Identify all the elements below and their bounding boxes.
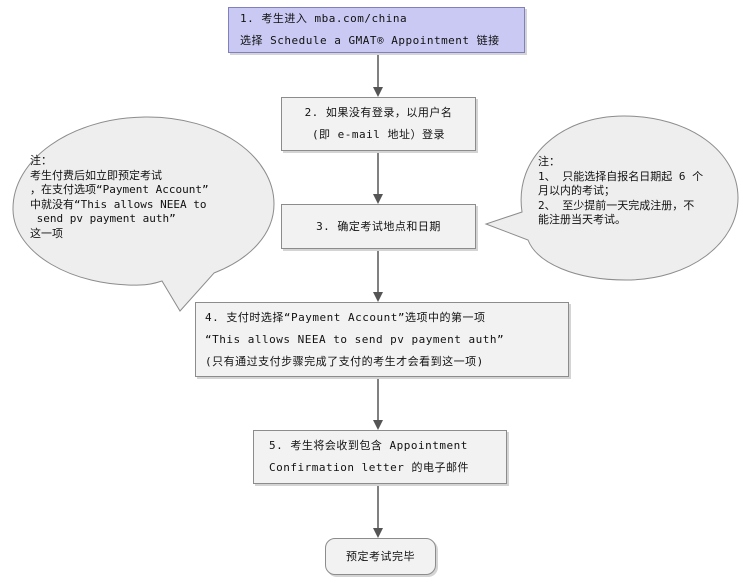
step-2-line-2: (即 e-mail 地址）登录 (311, 128, 446, 141)
step-2-box: 2. 如果没有登录，以用户名 (即 e-mail 地址）登录 (281, 97, 476, 151)
callout-left-line-1: 注： (30, 154, 52, 167)
step-5-box: 5. 考生将会收到包含 Appointment Confirmation let… (253, 430, 507, 484)
step-1-box: 1. 考生进入 mba.com/china 选择 Schedule a GMAT… (228, 7, 525, 53)
callout-note-left: 注： 考生付费后如立即预定考试 ，在支付选项“Payment Account” … (30, 154, 209, 241)
step-4-line-1: 4. 支付时选择“Payment Account”选项中的第一项 (205, 310, 486, 324)
callout-right-line-2: 1、 只能选择自报名日期起 6 个 (538, 169, 704, 183)
step-2-line-1: 2. 如果没有登录，以用户名 (304, 106, 453, 119)
callout-bubble-left-shape (12, 116, 275, 312)
callout-right-line-1: 注： (538, 155, 560, 168)
step-6-end-box: 预定考试完毕 (325, 538, 436, 575)
step-6-line-1: 预定考试完毕 (346, 549, 415, 563)
step-1-line-2: 选择 Schedule a GMAT® Appointment 链接 (240, 34, 500, 47)
callout-right-line-5: 能注册当天考试。 (538, 213, 626, 226)
step-5-line-2: Confirmation letter 的电子邮件 (269, 461, 469, 474)
step-4-line-3: (只有通过支付步骤完成了支付的考生才会看到这一项) (205, 354, 484, 368)
callout-right-line-3: 月以内的考试； (538, 184, 615, 197)
step-1-line-1: 1. 考生进入 mba.com/china (240, 12, 408, 25)
callout-left-line-6: 这一项 (30, 226, 63, 240)
callout-left-line-5: send pv payment auth” (30, 212, 176, 225)
step-3-line-1: 3. 确定考试地点和日期 (316, 219, 441, 233)
callout-left-line-4: 中就没有“This allows NEEA to (30, 197, 207, 211)
step-4-line-2: “This allows NEEA to send pv payment aut… (205, 332, 505, 346)
callout-right-line-4: 2、 至少提前一天完成注册，不 (538, 198, 695, 212)
callout-bubble-right-shape (484, 115, 739, 281)
step-5-line-1: 5. 考生将会收到包含 Appointment (269, 439, 468, 452)
step-3-box: 3. 确定考试地点和日期 (281, 204, 476, 249)
step-4-box: 4. 支付时选择“Payment Account”选项中的第一项 “This a… (195, 302, 569, 377)
callout-note-right: 注： 1、 只能选择自报名日期起 6 个 月以内的考试； 2、 至少提前一天完成… (538, 155, 703, 228)
callout-left-line-2: 考生付费后如立即预定考试 (30, 168, 162, 182)
callout-left-line-3: ，在支付选项“Payment Account” (30, 183, 209, 196)
